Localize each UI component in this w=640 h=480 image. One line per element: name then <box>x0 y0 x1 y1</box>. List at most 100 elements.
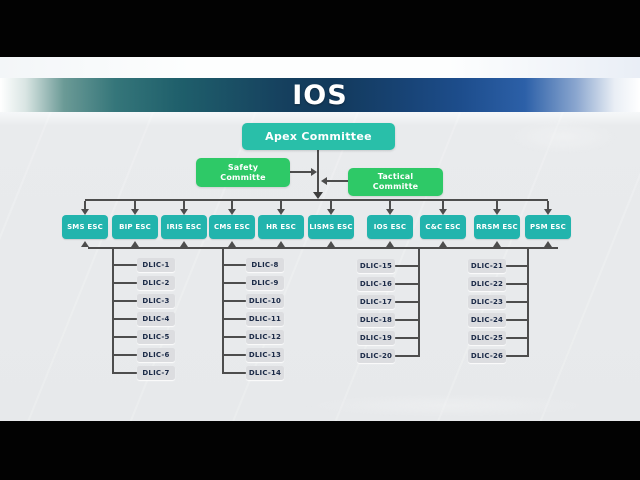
dlic-box: DLIC-4 <box>137 312 175 326</box>
connector-bottom-rail <box>88 247 558 249</box>
connector-drop <box>547 201 549 209</box>
connector-drop <box>442 201 444 209</box>
arrowhead-up-icon <box>544 241 552 247</box>
arrowhead-down-icon <box>386 209 394 215</box>
connector-safety <box>290 171 311 173</box>
arrowhead-down-icon <box>277 209 285 215</box>
arrowhead-up-icon <box>439 241 447 247</box>
dlic-box: DLIC-20 <box>357 349 395 363</box>
arrowhead-right-icon <box>311 168 317 176</box>
arrowhead-down-icon <box>439 209 447 215</box>
letterbox-top <box>0 0 640 57</box>
dlic-box: DLIC-6 <box>137 348 175 362</box>
dlic-box: DLIC-10 <box>246 294 284 308</box>
slide-title: IOS <box>292 79 348 111</box>
arrowhead-up-icon <box>228 241 236 247</box>
connector-stub <box>223 282 246 284</box>
apex-committee-box: Apex Committee <box>242 123 395 150</box>
dlic-box: DLIC-12 <box>246 330 284 344</box>
connector-drop <box>496 201 498 209</box>
arrowhead-up-icon <box>81 241 89 247</box>
connector-stub <box>223 372 246 374</box>
connector-stub <box>506 355 528 357</box>
connector-stub <box>395 301 419 303</box>
dlic-box: DLIC-21 <box>468 259 506 273</box>
connector-stub <box>506 337 528 339</box>
connector-stub <box>395 337 419 339</box>
connector-rail-col1 <box>112 247 114 374</box>
esc-box-rrsm: RRSM ESC <box>474 215 520 239</box>
connector-stub <box>506 265 528 267</box>
connector-stub <box>223 336 246 338</box>
connector-rail-col3 <box>418 247 420 357</box>
arrowhead-down-icon <box>81 209 89 215</box>
connector-drop <box>134 201 136 209</box>
dlic-box: DLIC-16 <box>357 277 395 291</box>
arrowhead-down-icon <box>327 209 335 215</box>
dlic-box: DLIC-19 <box>357 331 395 345</box>
connector-stub <box>223 354 246 356</box>
connector-stub <box>395 265 419 267</box>
connector-stub <box>223 318 246 320</box>
esc-box-sms: SMS ESC <box>62 215 108 239</box>
connector-stub <box>113 300 137 302</box>
arrowhead-down-icon <box>313 192 323 199</box>
org-chart-canvas <box>0 112 640 421</box>
dlic-box: DLIC-15 <box>357 259 395 273</box>
connector-stub <box>113 282 137 284</box>
connector-stub <box>223 264 246 266</box>
connector-rail-col4 <box>527 247 529 357</box>
connector-stub <box>113 318 137 320</box>
dlic-box: DLIC-11 <box>246 312 284 326</box>
esc-box-lisms: LISMS ESC <box>308 215 354 239</box>
arrowhead-up-icon <box>327 241 335 247</box>
dlic-box: DLIC-25 <box>468 331 506 345</box>
arrowhead-up-icon <box>277 241 285 247</box>
esc-box-cc: C&C ESC <box>420 215 466 239</box>
esc-box-iris: IRIS ESC <box>161 215 207 239</box>
dlic-box: DLIC-26 <box>468 349 506 363</box>
arrowhead-up-icon <box>493 241 501 247</box>
connector-stub <box>506 319 528 321</box>
dlic-box: DLIC-18 <box>357 313 395 327</box>
title-banner: IOS <box>0 78 640 112</box>
dlic-box: DLIC-3 <box>137 294 175 308</box>
dlic-box: DLIC-23 <box>468 295 506 309</box>
connector-stub <box>113 354 137 356</box>
dlic-box: DLIC-1 <box>137 258 175 272</box>
arrowhead-down-icon <box>544 209 552 215</box>
arrowhead-up-icon <box>131 241 139 247</box>
dlic-box: DLIC-13 <box>246 348 284 362</box>
arrowhead-down-icon <box>493 209 501 215</box>
esc-box-ios: IOS ESC <box>367 215 413 239</box>
arrowhead-up-icon <box>180 241 188 247</box>
arrowhead-down-icon <box>180 209 188 215</box>
arrowhead-up-icon <box>386 241 394 247</box>
safety-committee-box: Safety Committe <box>196 158 290 187</box>
tactical-committee-box: Tactical Committe <box>348 168 443 196</box>
arrowhead-down-icon <box>228 209 236 215</box>
letterbox-bottom <box>0 421 640 480</box>
dlic-box: DLIC-22 <box>468 277 506 291</box>
dlic-box: DLIC-17 <box>357 295 395 309</box>
connector-stub <box>506 283 528 285</box>
connector-stub <box>395 283 419 285</box>
header-strip <box>0 57 640 78</box>
dlic-box: DLIC-2 <box>137 276 175 290</box>
connector-stub <box>506 301 528 303</box>
dlic-box: DLIC-8 <box>246 258 284 272</box>
esc-box-hr: HR ESC <box>258 215 304 239</box>
connector-stub <box>113 264 137 266</box>
connector-drop <box>84 201 86 209</box>
connector-drop <box>183 201 185 209</box>
connector-trunk <box>317 150 319 193</box>
dlic-box: DLIC-14 <box>246 366 284 380</box>
connector-drop <box>330 201 332 209</box>
dlic-box: DLIC-9 <box>246 276 284 290</box>
arrowhead-down-icon <box>131 209 139 215</box>
esc-box-bip: BIP ESC <box>112 215 158 239</box>
esc-box-psm: PSM ESC <box>525 215 571 239</box>
connector-top-rail <box>85 199 548 201</box>
dlic-box: DLIC-7 <box>137 366 175 380</box>
